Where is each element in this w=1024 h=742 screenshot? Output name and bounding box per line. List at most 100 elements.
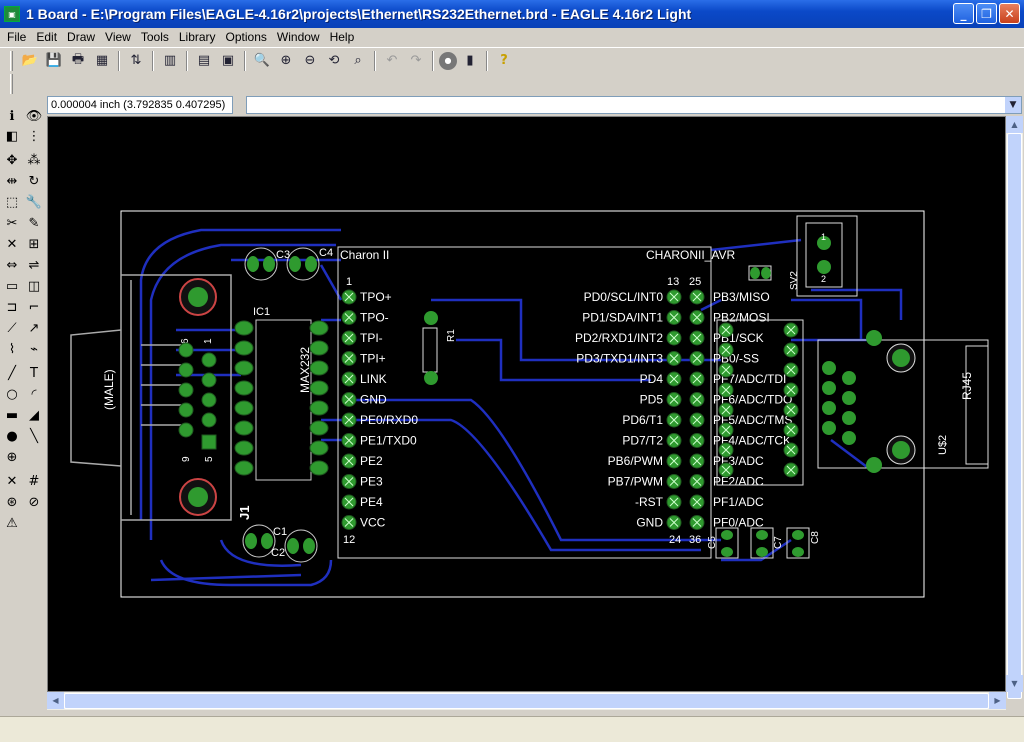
move-icon[interactable]: ✥: [6, 152, 18, 168]
redo-icon[interactable]: ↷: [410, 53, 422, 68]
go-icon[interactable]: ▮: [466, 53, 474, 68]
copy-icon[interactable]: ⁂: [27, 152, 41, 168]
pad-cross: [692, 354, 702, 363]
ripup-icon[interactable]: ⌇: [8, 341, 16, 357]
gateswap-icon[interactable]: ⇌: [28, 257, 40, 273]
script-icon[interactable]: ▤: [197, 53, 211, 68]
circle-icon[interactable]: ○: [6, 386, 18, 402]
arc-icon[interactable]: ◜: [31, 386, 37, 402]
label-charon-value: CHARONII_AVR: [646, 248, 735, 262]
change-icon[interactable]: 🔧: [25, 194, 43, 210]
maximize-button[interactable]: ❐: [976, 3, 997, 24]
chevron-down-icon[interactable]: ▼: [1005, 97, 1021, 113]
cut-icon[interactable]: ✂: [6, 215, 18, 231]
save-icon[interactable]: 💾: [45, 53, 63, 68]
menu-draw[interactable]: Draw: [67, 30, 96, 44]
line-icon[interactable]: ╱: [8, 365, 16, 381]
horizontal-scroll-thumb[interactable]: [64, 693, 989, 709]
grid-icon[interactable]: ⋮: [27, 128, 41, 144]
scroll-left-icon[interactable]: ◀: [47, 692, 64, 709]
pad-cross: [786, 425, 796, 435]
text-icon[interactable]: T: [30, 365, 38, 381]
mid-pin-label: PD0/SCL/INT0: [584, 290, 664, 304]
hole-icon[interactable]: ⊕: [6, 449, 18, 465]
coordinate-display: 0.000004 inch (3.792835 0.407295): [47, 96, 233, 114]
horizontal-scrollbar[interactable]: ◀ ▶: [47, 692, 1006, 710]
scroll-down-icon[interactable]: ▼: [1006, 675, 1023, 692]
errors-icon[interactable]: ⊘: [28, 494, 40, 510]
minimize-button[interactable]: _: [953, 3, 974, 24]
pad-cross: [721, 425, 731, 435]
command-line-input[interactable]: ▼: [246, 96, 1022, 114]
menu-window[interactable]: Window: [276, 30, 320, 44]
db9-pads: [178, 342, 217, 450]
pcb-drawing[interactable]: (MALE) 6 1 9 5 J1 IC1 MAX232 C3 C4 C1 C2…: [48, 117, 1005, 691]
pad-cross: [692, 292, 702, 302]
layers-icon[interactable]: ◧: [5, 128, 19, 144]
redraw-icon[interactable]: ⟲: [328, 53, 340, 68]
rect-icon[interactable]: ▬: [5, 407, 19, 423]
menu-tools[interactable]: Tools: [140, 30, 169, 44]
warning-icon[interactable]: ⚠: [6, 515, 18, 531]
menu-library[interactable]: Library: [178, 30, 216, 44]
zoom-select-icon[interactable]: ⌕: [354, 53, 362, 68]
via-icon[interactable]: ●: [6, 428, 18, 444]
split-icon[interactable]: ⊐: [6, 299, 18, 315]
ratsnest-icon[interactable]: ✕: [6, 473, 18, 489]
print-icon[interactable]: 🖶: [71, 51, 85, 67]
right-pin-label: PF0/ADC: [713, 516, 764, 530]
zoom-out-icon[interactable]: ⊖: [304, 53, 316, 68]
eagle-app-icon[interactable]: ▣: [4, 6, 20, 22]
scroll-up-icon[interactable]: ▲: [1006, 116, 1023, 133]
name-icon[interactable]: ◫: [27, 278, 41, 294]
help-icon[interactable]: ?: [500, 53, 508, 68]
pinswap-icon[interactable]: ⇔: [6, 257, 18, 273]
group-icon[interactable]: ⬚: [5, 194, 19, 210]
pad-cross: [344, 477, 354, 486]
label-sv2-p2: 2: [821, 274, 826, 284]
menu-options[interactable]: Options: [225, 30, 267, 44]
open-icon[interactable]: 📂: [21, 53, 39, 68]
auto-icon[interactable]: #: [28, 473, 40, 489]
replace-icon[interactable]: ▭: [5, 278, 19, 294]
undo-icon[interactable]: ↶: [386, 53, 398, 68]
zoom-in-icon[interactable]: ⊕: [280, 53, 292, 68]
signal-icon[interactable]: ╲: [30, 428, 38, 444]
pad-cross: [344, 518, 354, 527]
add-icon[interactable]: ⊞: [28, 236, 40, 252]
drc-icon[interactable]: ⊛: [6, 494, 18, 510]
wire-icon[interactable]: ⌁: [30, 341, 38, 357]
board-canvas[interactable]: (MALE) 6 1 9 5 J1 IC1 MAX232 C3 C4 C1 C2…: [47, 116, 1006, 692]
paste-icon[interactable]: ✎: [28, 215, 40, 231]
toolbar-grip[interactable]: [10, 50, 13, 71]
vertical-scrollbar[interactable]: ▲ ▼: [1006, 116, 1023, 699]
pad-cross: [692, 395, 702, 404]
scroll-right-icon[interactable]: ▶: [989, 692, 1006, 709]
switch-schematic-icon[interactable]: ⇅: [130, 53, 142, 68]
vertical-scroll-thumb[interactable]: [1007, 133, 1022, 699]
zoom-fit-icon[interactable]: 🔍: [253, 53, 271, 68]
info-icon[interactable]: ℹ: [9, 108, 15, 124]
stop-icon[interactable]: ●: [439, 51, 457, 70]
pad-cross: [669, 415, 679, 425]
menu-help[interactable]: Help: [329, 30, 355, 44]
pad-cross: [669, 518, 679, 527]
menu-edit[interactable]: Edit: [36, 30, 58, 44]
polygon-icon[interactable]: ◢: [29, 407, 39, 423]
library-icon[interactable]: ▥: [163, 53, 177, 68]
close-button[interactable]: ✕: [999, 3, 1020, 24]
menu-view[interactable]: View: [105, 30, 131, 44]
mid-pin-label: PD6/T1: [622, 413, 663, 427]
miter-icon[interactable]: ⌐: [28, 299, 40, 315]
ulp-icon[interactable]: ▣: [221, 53, 235, 68]
toolbar2-grip[interactable]: [10, 74, 13, 94]
right-pin-label: PF7/ADC/TDI: [713, 372, 786, 386]
route-icon[interactable]: ↗: [28, 320, 40, 336]
mirror-icon[interactable]: ⇹: [6, 173, 18, 189]
eye-icon[interactable]: 👁: [25, 108, 43, 124]
cam-icon[interactable]: ▦: [95, 53, 109, 68]
menu-file[interactable]: File: [7, 30, 27, 44]
delete-icon[interactable]: ✕: [6, 236, 18, 252]
optimize-icon[interactable]: ⟋: [7, 320, 17, 336]
rotate-icon[interactable]: ↻: [28, 173, 40, 189]
